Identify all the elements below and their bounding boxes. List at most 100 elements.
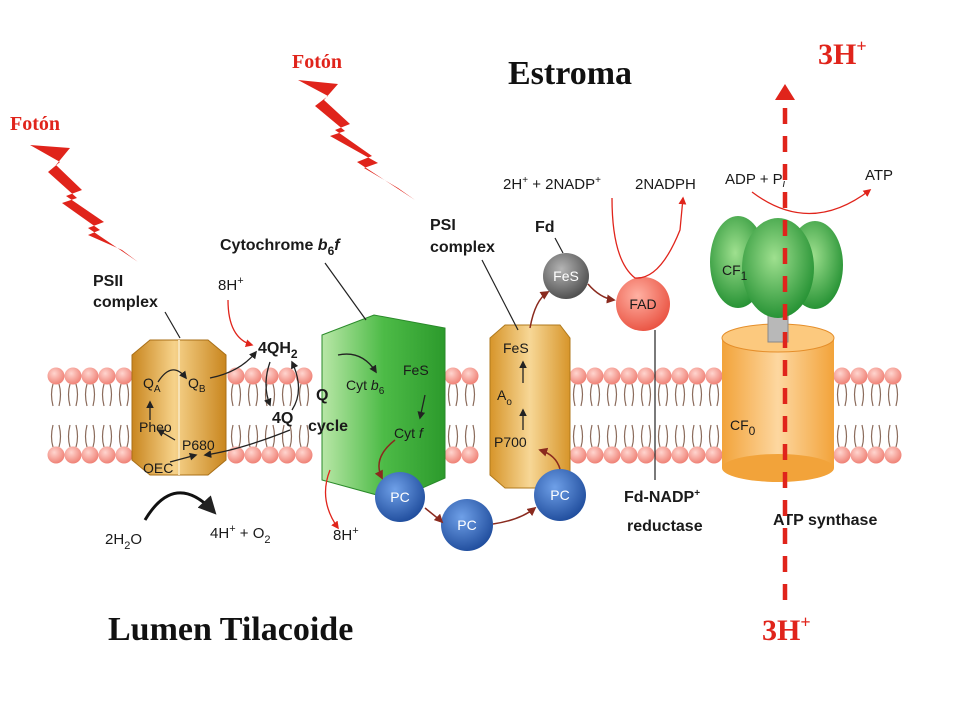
lipid-head (569, 367, 587, 385)
psi-pointer (481, 259, 519, 331)
cyt-f-label: Cyt f (394, 425, 425, 441)
lipid-head (295, 367, 313, 385)
fd-label: Fd (535, 219, 555, 236)
water-arrow (143, 491, 217, 521)
lipid-head (444, 446, 462, 464)
lipid-tail (67, 424, 79, 448)
lipid-tail (67, 383, 79, 407)
lumen-label: Lumen Tilacoide (108, 611, 353, 648)
q-cycle-label-1: Q (316, 387, 328, 404)
lipid-head (115, 446, 133, 464)
lipid-tail (853, 383, 865, 407)
lipid-head (261, 367, 279, 385)
lipid-tail (281, 383, 293, 407)
lipid-tail (623, 383, 635, 407)
fad-circle: FAD (616, 277, 670, 331)
lipid-tail (589, 383, 601, 407)
fes-fd-circle: FeS (543, 253, 589, 299)
lipid-tail (447, 424, 459, 448)
lipid-head (688, 367, 706, 385)
lipid-head (620, 367, 638, 385)
lipid-tail (464, 383, 476, 407)
psii-pointer (164, 311, 181, 339)
pc-1: PC (375, 472, 425, 522)
lipid-tail (657, 424, 669, 448)
cytb6f-pointer (324, 262, 367, 321)
psi-fes-arrow (529, 291, 550, 329)
lipid-tail (230, 424, 242, 448)
thylakoid-membrane (47, 367, 902, 464)
qh2-label: 4QH2 (258, 340, 298, 361)
lipid-head (98, 446, 116, 464)
lipid-head (244, 367, 262, 385)
lipid-head (705, 367, 723, 385)
foton-left-label: Fotón (10, 113, 60, 135)
lipid-tail (674, 383, 686, 407)
cytb6f-title: Cytochrome b6f (220, 237, 341, 258)
pc2-pc3-arrow (492, 506, 537, 525)
lipid-head (47, 446, 65, 464)
fes-fad-arrow (587, 283, 616, 304)
lipid-tail (298, 383, 310, 407)
q4-label: 4Q (272, 410, 293, 427)
lipid-head (586, 446, 604, 464)
pc-2: PC (441, 499, 493, 551)
q-psii-arrow (203, 429, 291, 458)
fnr-label-1: Fd-NADP+ (624, 488, 700, 506)
lipid-tail (281, 424, 293, 448)
h8-top-label: 8H+ (218, 275, 244, 294)
lipid-head (671, 446, 689, 464)
lipid-tail (640, 424, 652, 448)
lipid-tail (84, 424, 96, 448)
lipid-tail (708, 383, 720, 407)
lipid-head (867, 367, 885, 385)
lipid-tail (84, 383, 96, 407)
lipid-head (81, 367, 99, 385)
lipid-tail (870, 383, 882, 407)
q-qh2-arrow (291, 360, 300, 411)
lipid-head (586, 367, 604, 385)
lipid-tail (691, 424, 703, 448)
pc-3: PC (534, 469, 586, 521)
p680-label: P680 (182, 437, 215, 453)
lipid-head (603, 446, 621, 464)
foton-top-label: Fotón (292, 51, 342, 73)
photon-bolt-top (298, 80, 415, 200)
fes-fd-label: FeS (553, 268, 579, 284)
adp-label: ADP + Pi (725, 171, 786, 190)
psii-title-1: PSII (93, 273, 123, 290)
pc-p700-arrow (538, 447, 561, 470)
lipid-tail (572, 383, 584, 407)
lipid-head (115, 367, 133, 385)
fnr-label-2: reductase (627, 518, 703, 535)
psii-complex-shape (131, 339, 227, 476)
p680-pheo-arrow (156, 429, 176, 441)
lipid-head (461, 446, 479, 464)
cytochrome-b6f-shape (321, 314, 446, 501)
lipid-head (671, 367, 689, 385)
fd-pointer (554, 237, 564, 254)
lipid-head (98, 367, 116, 385)
lipid-tail (50, 383, 62, 407)
lipid-tail (640, 383, 652, 407)
pheo-label: Pheo (139, 419, 172, 435)
h8-bottom-arrow (324, 469, 339, 530)
lipid-tail (447, 383, 459, 407)
lipid-head (295, 446, 313, 464)
lipid-tail (464, 424, 476, 448)
oec-label: OEC (143, 460, 173, 476)
qb-qh2-arrow (209, 350, 257, 379)
q-cyt-arrow (337, 353, 377, 374)
o2-label: 4H+ + O2 (210, 523, 271, 546)
nadph-arrow (611, 196, 687, 279)
lipid-head (227, 367, 245, 385)
cf1-head (710, 216, 843, 318)
h2o-label: 2H2O (105, 531, 142, 552)
lipid-tail (101, 424, 113, 448)
h8-bottom-label: 8H+ (333, 525, 359, 544)
lipid-head (81, 446, 99, 464)
lipid-tail (691, 383, 703, 407)
atp-label: ATP (865, 167, 893, 184)
estroma-label: Estroma (508, 55, 632, 92)
lipid-head (833, 367, 851, 385)
